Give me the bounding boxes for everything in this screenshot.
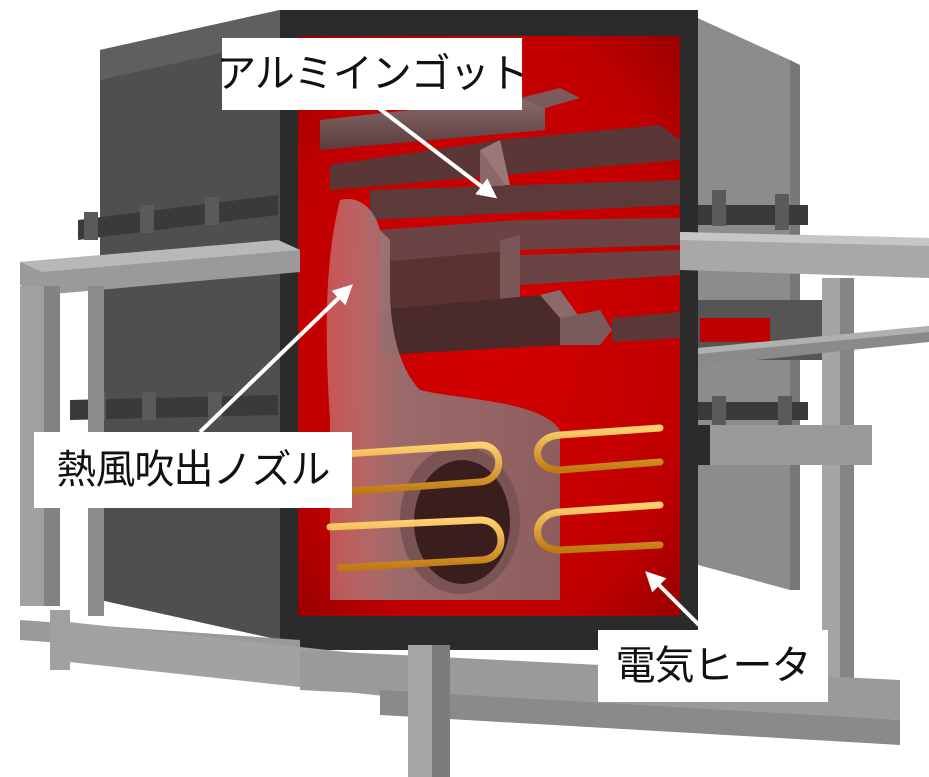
heater-arrow bbox=[645, 571, 702, 628]
support-frame-right bbox=[680, 232, 929, 698]
right-flange-upper bbox=[698, 190, 808, 230]
right-flange-lower bbox=[698, 396, 808, 426]
left-flange-upper bbox=[78, 195, 278, 240]
nozzle-arrow bbox=[198, 284, 353, 434]
label-hot-air-nozzle: 熱風吹出ノズル bbox=[34, 432, 352, 508]
electric-heater-coils bbox=[326, 424, 664, 572]
aluminum-ingots bbox=[320, 88, 680, 355]
label-electric-heater: 電気ヒータ bbox=[598, 630, 828, 702]
label-aluminum-ingot: アルミインゴット bbox=[216, 38, 529, 110]
ingot-arrow bbox=[374, 104, 498, 199]
